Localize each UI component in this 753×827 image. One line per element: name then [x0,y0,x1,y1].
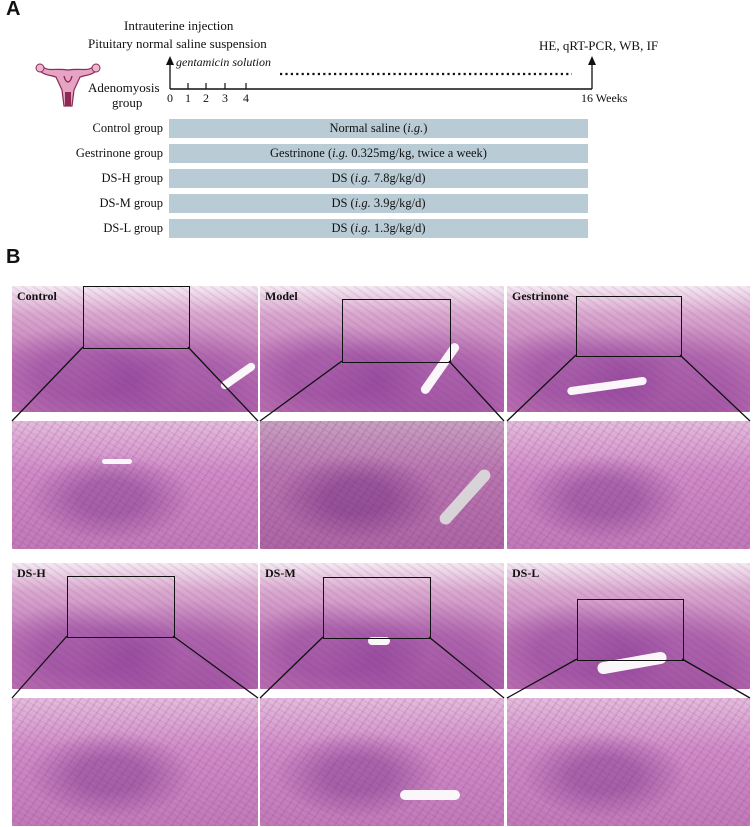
micrograph-control-low: Control [12,286,258,412]
treatment-bar-ds-l: DS (i.g. 1.3g/kg/d) [169,219,588,238]
micrograph-gestrinone-low: Gestrinone [507,286,750,412]
gland-lumen [400,790,460,800]
treatment-bar-gestrinone: Gestrinone (i.g. 0.325mg/kg, twice a wee… [169,144,588,163]
zoom-box-gestrinone [576,296,682,357]
gentamicin-label: gentamicin solution [176,55,271,69]
micrograph-ds-m-low: DS-M [260,563,504,689]
assays-label: HE, qRT-PCR, WB, IF [539,38,659,53]
micrograph-ds-l-high [507,698,750,826]
tick-4: 4 [243,91,249,105]
tick-2: 2 [203,91,209,105]
micrograph-model-high [260,421,504,549]
micrograph-control-high [12,421,258,549]
group-label-ds-h: DS-H group [101,171,163,185]
micrograph-gestrinone-high [507,421,750,549]
group-label-gestrinone: Gestrinone group [75,146,163,160]
micrograph-ds-l-low: DS-L [507,563,750,689]
micrograph-ds-h-high [12,698,258,826]
tick-0: 0 [167,91,173,105]
injection-label: Intrauterine injection [124,18,234,33]
uterus-icon [35,63,101,107]
tick-3: 3 [222,91,228,105]
gland-lumen [102,459,132,464]
zoom-box-ds-h [67,576,175,638]
treatment-bar-control: Normal saline (i.g.) [169,119,588,138]
treatment-bar-ds-m: DS (i.g. 3.9g/kg/d) [169,194,588,213]
gland-lumen [368,637,390,645]
label-ds-h: DS-H [17,566,46,580]
tick-1: 1 [185,91,191,105]
zoom-box-model [342,299,451,363]
label-control: Control [17,289,57,303]
group-label-ds-l: DS-L group [103,221,163,235]
end-week-label: 16 Weeks [581,91,628,105]
zoom-box-ds-l [577,599,684,661]
group-label: group [112,95,143,110]
label-model: Model [265,289,298,303]
adenomyosis-label: Adenomyosis [88,80,160,95]
group-label-control: Control group [92,121,163,135]
panel-letter-a: A [6,0,21,20]
timeline [166,56,596,90]
label-ds-m: DS-M [265,566,296,580]
label-gestrinone: Gestrinone [512,289,569,303]
zoom-box-ds-m [323,577,431,639]
zoom-box-control [83,286,190,349]
suspension-label: Pituitary normal saline suspension [88,36,267,51]
micrograph-ds-m-high [260,698,504,826]
treatment-bar-ds-h: DS (i.g. 7.8g/kg/d) [169,169,588,188]
group-label-ds-m: DS-M group [99,196,163,210]
label-ds-l: DS-L [512,566,540,580]
panel-letter-b: B [6,246,21,268]
